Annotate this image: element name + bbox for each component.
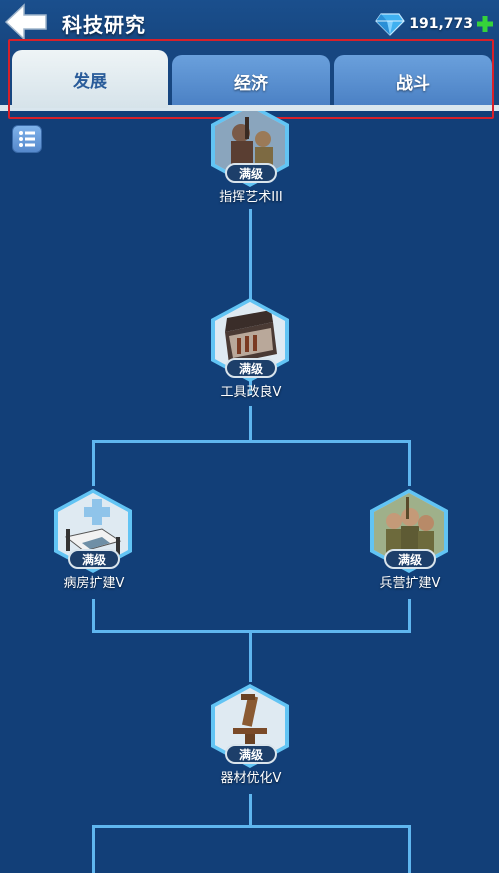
- gem-currency: 191,773: [375, 12, 493, 36]
- tab-combat[interactable]: 战斗: [334, 55, 492, 107]
- tab-underline: [0, 105, 499, 111]
- node-label: 工具改良V: [220, 385, 282, 400]
- status-badge: 满级: [384, 549, 436, 569]
- status-badge: 满级: [225, 744, 277, 764]
- node-label: 指挥艺术III: [219, 190, 283, 205]
- tab-label: 经济: [234, 73, 268, 94]
- connector: [92, 825, 411, 828]
- plus-icon[interactable]: [477, 16, 493, 32]
- node-label: 器材优化V: [220, 771, 282, 786]
- tab-development[interactable]: 发展: [12, 50, 168, 108]
- tab-economy[interactable]: 经济: [172, 55, 330, 107]
- node-label: 病房扩建V: [63, 576, 125, 591]
- currency-amount: 191,773: [409, 16, 473, 32]
- top-bar: 科技研究 191,773: [0, 0, 499, 46]
- status-badge: 满级: [225, 358, 277, 378]
- tab-label: 发展: [73, 71, 107, 92]
- back-arrow-icon[interactable]: [2, 2, 48, 42]
- page-title: 科技研究: [62, 13, 146, 37]
- connector: [92, 825, 95, 873]
- gem-icon: [375, 13, 406, 36]
- status-badge: 满级: [225, 163, 277, 183]
- connector: [408, 440, 411, 486]
- connector: [92, 440, 411, 443]
- connector: [249, 406, 252, 442]
- tech-tree: 满级 指挥艺术III 满级 工具改良V: [0, 111, 499, 873]
- connector: [92, 599, 95, 632]
- connector: [408, 599, 411, 632]
- tab-label: 战斗: [396, 73, 430, 94]
- node-label: 兵营扩建V: [379, 576, 441, 591]
- connector: [92, 440, 95, 486]
- list-view-button[interactable]: [12, 125, 42, 153]
- connector: [249, 630, 252, 682]
- list-icon: [19, 131, 35, 147]
- connector: [249, 794, 252, 827]
- connector: [408, 825, 411, 873]
- status-badge: 满级: [68, 549, 120, 569]
